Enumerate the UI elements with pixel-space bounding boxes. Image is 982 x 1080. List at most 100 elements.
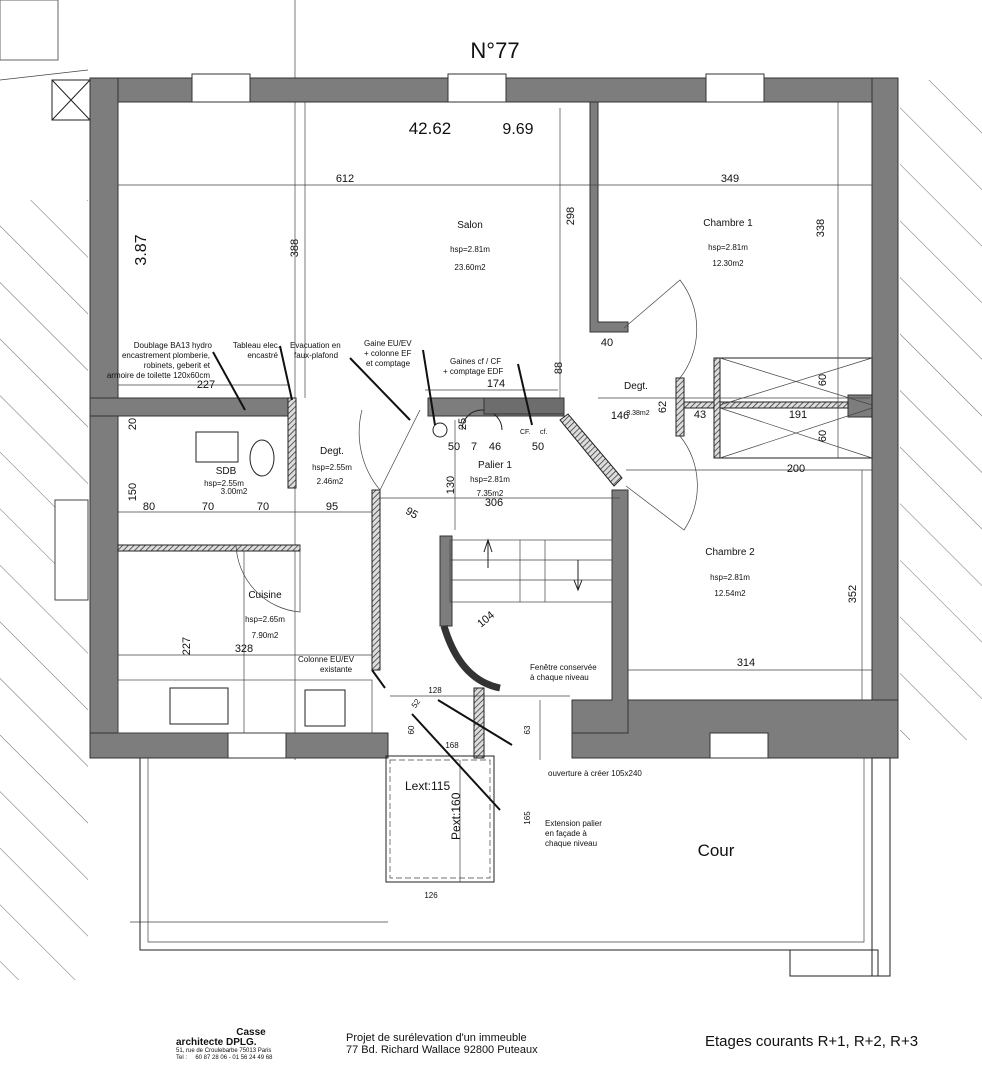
annotations: Doublage BA13 hydro encastrement plomber… [107,339,643,848]
dim: 95 [326,501,338,513]
dim: 338 [815,219,827,237]
dim: 46 [489,441,501,453]
note-tableau-1: Tableau elec. [233,341,280,350]
area-total: 42.62 [409,119,452,138]
dim: 25 [457,418,469,430]
dim: 60 [407,725,416,734]
note-gaines-cf-2: + comptage EDF [443,367,503,376]
dim: 174 [487,378,505,390]
note-doublage-4: armoire de toilette 120x60cm [107,371,211,380]
note-extension-3: chaque niveau [545,839,597,848]
room-chambre1-name: Chambre 1 [703,218,753,229]
note-extension-2: en façade à [545,829,587,838]
dim: 50 [448,441,460,453]
room-chambre2-name: Chambre 2 [705,547,755,558]
dim: 88 [553,362,565,374]
room-salon-name: Salon [457,220,483,231]
dim: 126 [424,891,438,900]
exterior-walls [89,73,899,759]
dim: 20 [127,418,139,430]
dim: 150 [127,483,139,501]
area-other: 9.69 [502,121,533,138]
dim: 168 [445,741,459,750]
cf-label-1: CF. [520,429,531,436]
room-sdb-name: SDB [216,466,237,477]
room-chambre1-area: 12.30m2 [712,259,744,268]
dim: 60 [817,430,829,442]
project-line-1: Projet de surélevation d'un immeuble [346,1032,527,1044]
dim: 200 [787,463,805,475]
dim: 104 [475,609,497,630]
room-degt1-hsp: hsp=2.55m [312,463,352,472]
dim: 314 [737,657,755,669]
architect-name: Casse [236,1027,266,1038]
note-colonne-1: Colonne EU/EV [298,655,355,664]
room-sdb-hsp: hsp=2.55m [204,479,244,488]
interior-walls [89,101,849,759]
note-fenetre-1: Fenêtre conservée [530,663,597,672]
dimension-labels: 612 349 298 338 388 227 174 88 40 62 146… [127,173,859,900]
architect-title: architecte DPLG. [176,1037,257,1048]
room-cuisine-hsp: hsp=2.65m [245,615,285,624]
dim: 70 [257,501,269,513]
dim: 328 [235,643,253,655]
room-chambre1-hsp: hsp=2.81m [708,243,748,252]
dim: 95 [403,505,420,522]
dim: 146 [611,410,629,422]
dim: 388 [289,239,301,257]
dim: 165 [523,811,532,825]
note-ouverture: ouverture à créer 105x240 [548,769,642,778]
room-sdb-area: 3.00m2 [221,487,248,496]
dim: 43 [694,409,706,421]
room-cuisine-name: Cuisine [248,590,282,601]
note-tableau-2: encastré [247,351,278,360]
dim: 130 [445,476,457,494]
room-cour-name: Cour [698,841,735,860]
room-salon-area: 23.60m2 [454,263,486,272]
fixtures [117,102,873,923]
dim: 50 [532,441,544,453]
note-fenetre-2: à chaque niveau [530,673,589,682]
note-evacuation-1: Evacuation en [290,341,341,350]
room-salon-hsp: hsp=2.81m [450,245,490,254]
room-cuisine-area: 7.90m2 [252,631,279,640]
architect-block: Casse architecte DPLG. 51, rue de Croule… [176,1028,326,1062]
note-gaine-3: et comptage [366,359,411,368]
note-gaine-1: Gaine EU/EV [364,339,412,348]
note-extension-1: Extension palier [545,819,602,828]
room-degt1-name: Degt. [320,446,344,457]
dim: 40 [601,337,613,349]
note-colonne-2: existante [320,665,353,674]
dim: 70 [202,501,214,513]
dim: 227 [181,637,193,655]
levels-label: Etages courants R+1, R+2, R+3 [705,1033,919,1050]
dim: 191 [789,409,807,421]
note-doublage-2: encastrement plomberie, [122,351,210,360]
room-chambre2-hsp: hsp=2.81m [710,573,750,582]
room-chambre2-area: 12.54m2 [714,589,746,598]
room-degt2-area: 3.38m2 [626,410,649,417]
cf-label-2: cf. [540,429,547,436]
plan-title: N°77 [470,38,519,63]
room-palier-name: Palier 1 [478,460,512,471]
cour-area [139,757,891,977]
dim: 306 [485,497,503,509]
label-lext: Lext:115 [405,779,450,793]
dim: 612 [336,173,354,185]
room-degt2-name: Degt. [624,381,648,392]
note-evacuation-2: faux-plafond [294,351,338,360]
project-block: Projet de surélevation d'un immeuble 77 … [346,1032,538,1056]
note-gaines-cf-1: Gaines cf / CF [450,357,501,366]
label-pext: Pext:160 [449,792,463,840]
architect-address: 51, rue de Croulebarbe 75013 Paris [176,1048,272,1054]
note-doublage-1: Doublage BA13 hydro [134,341,213,350]
neighbor-hatching [0,0,982,980]
room-labels: Salon hsp=2.81m 23.60m2 Chambre 1 hsp=2.… [204,218,755,860]
note-gaine-2: + colonne EF [364,349,411,358]
dim: 128 [428,686,442,695]
architect-tel: Tel : 60 87 28 06 - 01 56 24 49 68 [176,1055,273,1061]
dim: 227 [197,379,215,391]
room-palier-area: 7.35m2 [477,489,504,498]
dim: 298 [565,207,577,225]
